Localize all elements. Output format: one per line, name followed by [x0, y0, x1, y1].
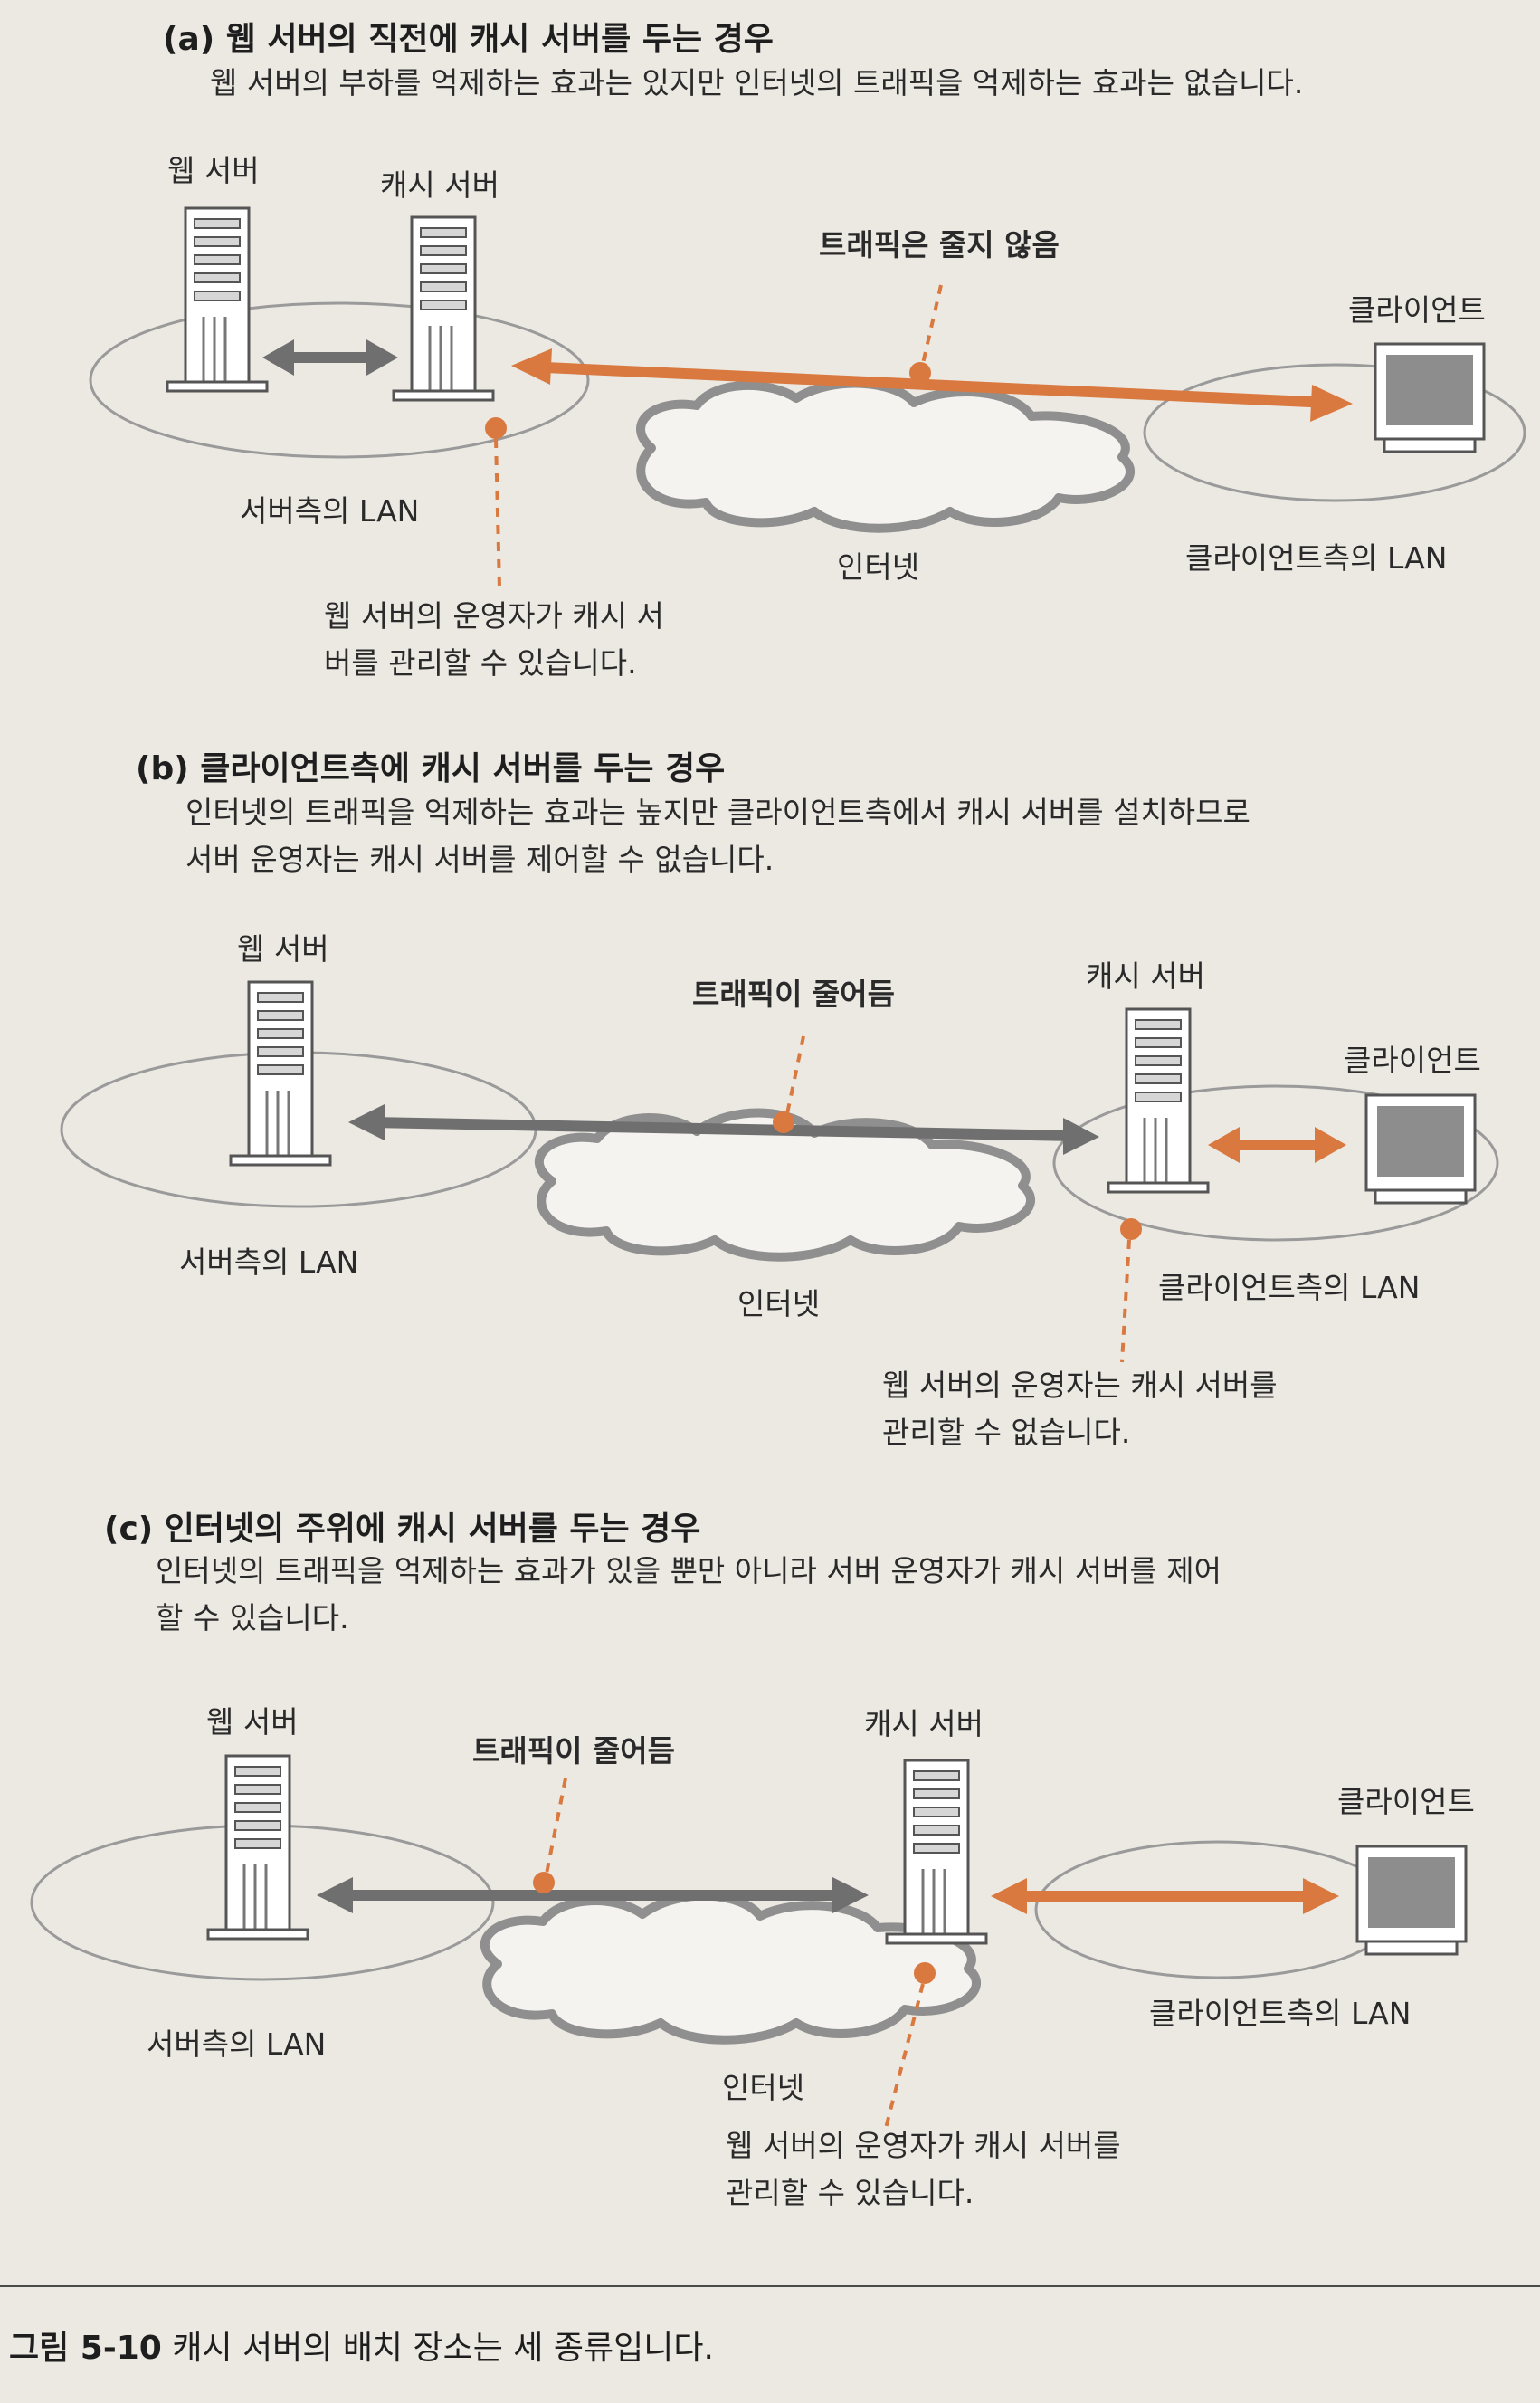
panel-a-heading: (a) 웹 서버의 직전에 캐시 서버를 두는 경우 — [163, 21, 774, 58]
traffic-arrow — [317, 1877, 869, 1913]
traffic-pointer-line — [919, 284, 943, 372]
client-label: 클라이언트 — [1348, 292, 1486, 328]
traffic-pointer-dot — [533, 1872, 555, 1893]
server-lan-label: 서버측의 LAN — [240, 493, 420, 529]
client-monitor-icon — [1355, 1845, 1468, 1956]
note-line-2: 관리할 수 있습니다. — [726, 2175, 974, 2210]
cache-server-label: 캐시 서버 — [864, 1706, 984, 1741]
web-server-label: 웹 서버 — [167, 153, 260, 188]
internet-cloud — [636, 378, 1135, 533]
internet-label: 인터넷 — [737, 1286, 821, 1321]
client-lan-ellipse — [1143, 363, 1526, 502]
web-server-label: 웹 서버 — [206, 1704, 299, 1740]
panel-c-heading: (c) 인터넷의 주위에 캐시 서버를 두는 경우 — [104, 1511, 701, 1548]
panel-b-diagram — [60, 980, 1499, 1363]
note-pointer-dot — [485, 417, 507, 439]
traffic-pointer-dot — [909, 362, 931, 384]
web-server-icon — [166, 206, 269, 393]
traffic-pointer-line — [784, 1035, 805, 1123]
traffic-label: 트래픽이 줄어듬 — [692, 977, 896, 1012]
cache-server-label: 캐시 서버 — [380, 167, 499, 203]
server-lan-label: 서버측의 LAN — [179, 1244, 359, 1280]
note-pointer-line — [883, 1983, 925, 2132]
caption-divider — [0, 2285, 1540, 2287]
cache-to-client-arrow — [991, 1878, 1339, 1914]
server-to-cache-arrow — [262, 339, 398, 376]
cache-server-icon — [392, 215, 495, 402]
panel-c-desc-line-1: 인터넷의 트래픽을 억제하는 효과가 있을 뿐만 아니라 서버 운영자가 캐시 … — [156, 1553, 1222, 1588]
client-label: 클라이언트 — [1337, 1784, 1475, 1819]
client-lan-ellipse — [1052, 1084, 1499, 1242]
note-pointer-line — [1120, 1239, 1131, 1363]
panel-a-desc-line-1: 웹 서버의 부하를 억제하는 효과는 있지만 인터넷의 트래픽을 억제하는 효과… — [210, 65, 1304, 100]
panel-c-diagram — [30, 1754, 1468, 2132]
note-pointer-dot — [1120, 1218, 1142, 1240]
traffic-pointer-dot — [773, 1111, 794, 1133]
cache-server-label: 캐시 서버 — [1086, 958, 1205, 994]
client-monitor-icon — [1374, 342, 1486, 453]
note-line-1: 웹 서버의 운영자는 캐시 서버를 — [882, 1368, 1278, 1403]
cache-to-client-arrow — [1208, 1127, 1346, 1163]
traffic-arrow — [511, 348, 1353, 422]
figure-caption: 그림 5-10 캐시 서버의 배치 장소는 세 종류입니다. — [9, 2322, 714, 2369]
web-server-label: 웹 서버 — [237, 931, 329, 967]
note-line-2: 버를 관리할 수 있습니다. — [324, 645, 637, 681]
note-line-2: 관리할 수 없습니다. — [882, 1415, 1131, 1450]
client-lan-label: 클라이언트측의 LAN — [1158, 1270, 1421, 1305]
cache-server-icon — [1107, 1007, 1210, 1194]
traffic-label: 트래픽이 줄어듬 — [472, 1733, 676, 1769]
client-lan-ellipse — [1034, 1840, 1400, 1979]
panel-a-diagram — [89, 206, 1526, 589]
traffic-arrow — [348, 1104, 1099, 1155]
traffic-pointer-line — [544, 1778, 567, 1879]
panel-b-heading: (b) 클라이언트측에 캐시 서버를 두는 경우 — [136, 750, 726, 787]
client-monitor-icon — [1364, 1093, 1477, 1205]
web-server-icon — [206, 1754, 309, 1941]
panel-b-desc-line-1: 인터넷의 트래픽을 억제하는 효과는 높지만 클라이언트측에서 캐시 서버를 설… — [185, 795, 1250, 830]
figure-caption-text: 캐시 서버의 배치 장소는 세 종류입니다. — [172, 2330, 714, 2367]
internet-cloud — [535, 1108, 1035, 1262]
note-line-1: 웹 서버의 운영자가 캐시 서버를 — [726, 2128, 1121, 2163]
server-lan-ellipse — [89, 301, 590, 459]
note-pointer-line — [494, 438, 501, 589]
client-lan-label: 클라이언트측의 LAN — [1185, 540, 1448, 576]
client-label: 클라이언트 — [1344, 1043, 1481, 1078]
internet-label: 인터넷 — [722, 2070, 805, 2105]
web-server-icon — [229, 980, 332, 1167]
client-lan-label: 클라이언트측의 LAN — [1149, 1996, 1412, 2031]
figure-number: 그림 5-10 — [9, 2330, 162, 2367]
panel-c-desc-line-2: 할 수 있습니다. — [156, 1600, 349, 1635]
panel-b-desc-line-2: 서버 운영자는 캐시 서버를 제어할 수 없습니다. — [185, 842, 775, 877]
note-line-1: 웹 서버의 운영자가 캐시 서 — [324, 598, 664, 634]
note-pointer-dot — [914, 1962, 936, 1984]
cache-server-icon — [885, 1759, 988, 1945]
internet-label: 인터넷 — [837, 549, 920, 585]
traffic-label: 트래픽은 줄지 않음 — [819, 227, 1060, 262]
server-lan-label: 서버측의 LAN — [147, 2026, 327, 2062]
internet-cloud — [480, 1891, 981, 2045]
